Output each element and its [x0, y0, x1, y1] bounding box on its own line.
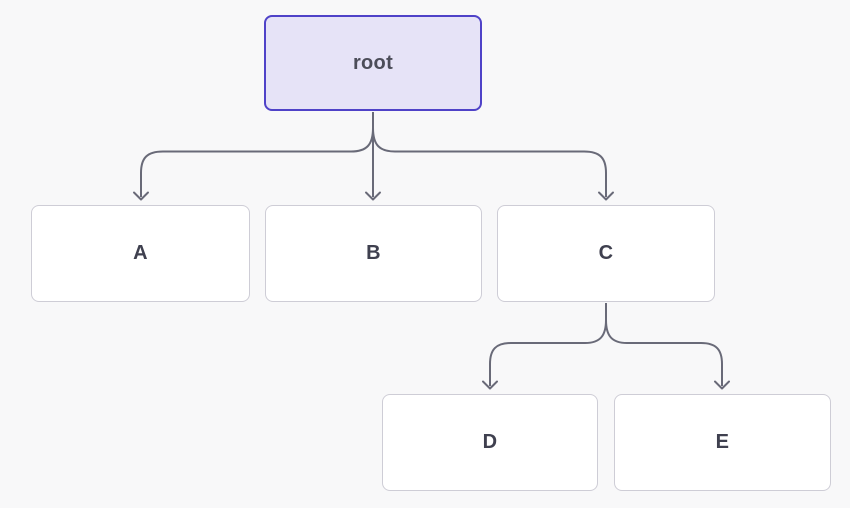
- edge-root-c: [372, 127, 607, 197]
- node-c[interactable]: C: [497, 205, 715, 302]
- node-e[interactable]: E: [614, 394, 831, 491]
- arrowhead-e: [714, 380, 730, 390]
- node-root-label: root: [352, 51, 394, 74]
- edge-c-e: [605, 319, 723, 386]
- node-root[interactable]: root: [264, 15, 482, 111]
- edge-c-d: [489, 303, 607, 386]
- node-a-label: A: [133, 242, 148, 264]
- node-b-label: B: [366, 242, 381, 264]
- node-d-label: D: [482, 431, 498, 453]
- arrowhead-d: [482, 380, 498, 390]
- arrowhead-b: [365, 191, 381, 201]
- node-a[interactable]: A: [31, 205, 250, 302]
- node-b[interactable]: B: [265, 205, 482, 302]
- arrowhead-a: [133, 191, 149, 201]
- edge-root-a: [140, 127, 374, 197]
- node-d[interactable]: D: [382, 394, 598, 491]
- node-e-label: E: [715, 431, 730, 453]
- arrowhead-c: [598, 191, 614, 201]
- node-c-label: C: [598, 242, 614, 264]
